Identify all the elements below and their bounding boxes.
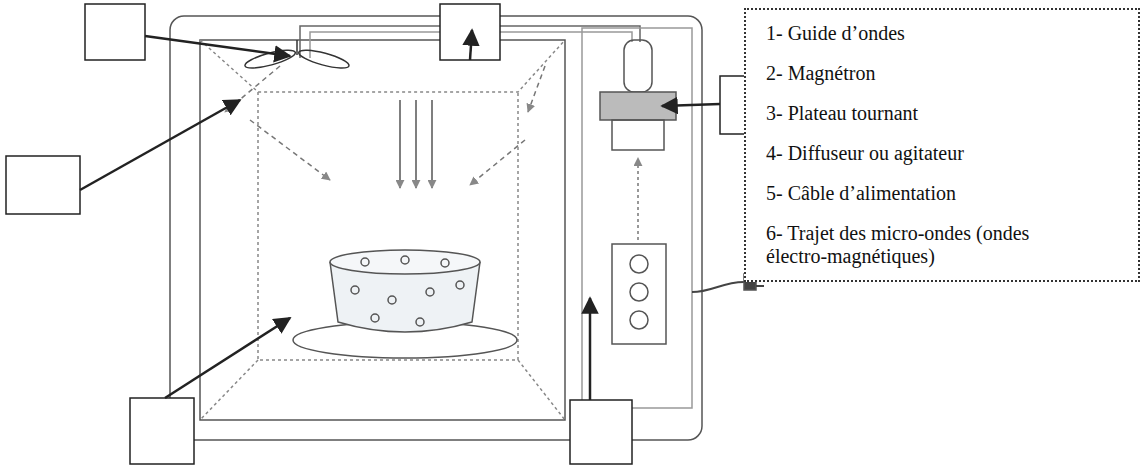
- microwave-paths: [225, 66, 545, 185]
- callout-leaders: [80, 30, 720, 400]
- control-compartment: [582, 28, 692, 408]
- stirrer-fan: [243, 40, 350, 72]
- oven-cavity: [200, 40, 565, 420]
- part-name: 6- Trajet des micro-ondes (ondes électro…: [758, 222, 1066, 268]
- power-cable: [692, 282, 744, 292]
- oven-housing: [170, 16, 702, 440]
- part-name: 4- Diffuseur ou agitateur: [758, 142, 1066, 165]
- part-name: 1- Guide d’ondes: [758, 22, 1066, 45]
- control-panel: [612, 244, 666, 344]
- legend-list-box: 1- Guide d’ondes 2- Magnétron 3- Plateau t…: [744, 8, 1140, 282]
- empty-callout-boxes: [6, 4, 780, 464]
- food-bowl: [330, 250, 480, 332]
- part-name: 5- Câble d’alimentation: [758, 182, 1066, 205]
- part-name: 3- Plateau tournant: [758, 102, 1066, 125]
- part-name: 2- Magnétron: [758, 62, 1066, 85]
- microwave-rays: [400, 100, 432, 188]
- magnetron: [624, 40, 652, 92]
